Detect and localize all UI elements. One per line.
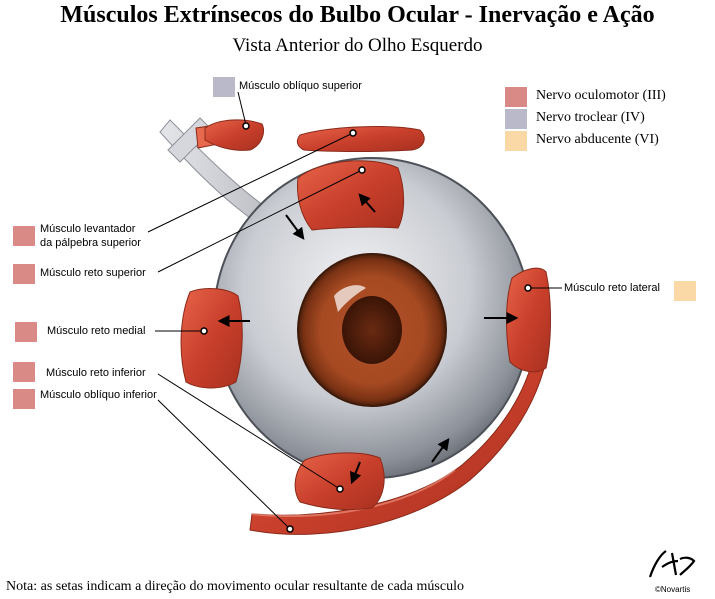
label-medial-rectus: Músculo reto medial bbox=[47, 325, 146, 337]
swatch-inferior-oblique bbox=[13, 389, 35, 409]
inferior-rectus-muscle bbox=[294, 452, 385, 511]
legend-swatch-abducente bbox=[505, 131, 527, 151]
footnote: Nota: as setas indicam a direção do movi… bbox=[6, 579, 464, 594]
point-lateral-rectus bbox=[524, 284, 532, 292]
label-lateral-rectus: Músculo reto lateral bbox=[564, 282, 660, 294]
swatch-superior-rectus bbox=[13, 264, 35, 284]
point-superior-oblique bbox=[242, 122, 250, 130]
pupil bbox=[342, 296, 402, 364]
point-inferior-oblique bbox=[286, 525, 294, 533]
leader-lines bbox=[147, 91, 562, 530]
iris-highlight bbox=[334, 285, 366, 312]
legend-label-abducente: Nervo abducente (VI) bbox=[536, 132, 659, 147]
legend-swatch-troclear bbox=[505, 109, 527, 129]
action-arrows bbox=[217, 193, 519, 485]
label-levator-line2: da pálpebra superior bbox=[40, 237, 141, 249]
legend-label-troclear: Nervo troclear (IV) bbox=[536, 110, 645, 125]
swatch-levator bbox=[13, 226, 35, 246]
legend-swatch-oculomotor bbox=[505, 87, 527, 107]
point-inferior-rectus bbox=[336, 485, 344, 493]
swatch-lateral-rectus bbox=[674, 281, 696, 301]
leader-points bbox=[200, 122, 532, 533]
copyright-credit: ©Novartis bbox=[655, 585, 691, 594]
label-superior-oblique: Músculo oblíquo superior bbox=[239, 80, 362, 92]
superior-oblique-muscle bbox=[204, 119, 264, 151]
leader-inferior-oblique bbox=[157, 399, 291, 530]
point-superior-rectus bbox=[358, 166, 366, 174]
leader-superior-oblique bbox=[237, 91, 247, 126]
arrow-superior-oblique bbox=[285, 214, 305, 240]
label-inferior-oblique: Músculo oblíquo inferior bbox=[40, 389, 157, 401]
diagram-title: Músculos Extrínsecos do Bulbo Ocular - I… bbox=[60, 2, 655, 28]
lateral-rectus-muscle bbox=[506, 267, 551, 373]
arrow-inferior-oblique bbox=[431, 438, 450, 463]
point-medial-rectus bbox=[200, 327, 208, 335]
medial-rectus-muscle bbox=[180, 288, 243, 389]
legend-label-oculomotor: Nervo oculomotor (III) bbox=[536, 88, 666, 103]
superior-rectus-muscle bbox=[297, 160, 405, 231]
diagram-subtitle: Vista Anterior do Olho Esquerdo bbox=[232, 35, 483, 56]
swatch-inferior-rectus bbox=[13, 362, 35, 382]
leader-inferior-rectus bbox=[157, 373, 341, 490]
label-superior-rectus: Músculo reto superior bbox=[40, 267, 146, 279]
point-levator bbox=[349, 129, 357, 137]
levator-palpebrae-muscle bbox=[296, 126, 425, 152]
leader-levator bbox=[147, 132, 354, 233]
leader-superior-rectus bbox=[157, 169, 363, 273]
swatch-medial-rectus bbox=[15, 322, 37, 342]
arrow-inferior-rectus bbox=[349, 461, 362, 485]
arrow-superior-rectus bbox=[358, 193, 376, 213]
label-levator-line1: Músculo levantador bbox=[40, 223, 136, 235]
swatch-superior-oblique bbox=[213, 77, 235, 97]
label-inferior-rectus: Músculo reto inferior bbox=[46, 367, 146, 379]
artist-signature bbox=[648, 550, 696, 578]
